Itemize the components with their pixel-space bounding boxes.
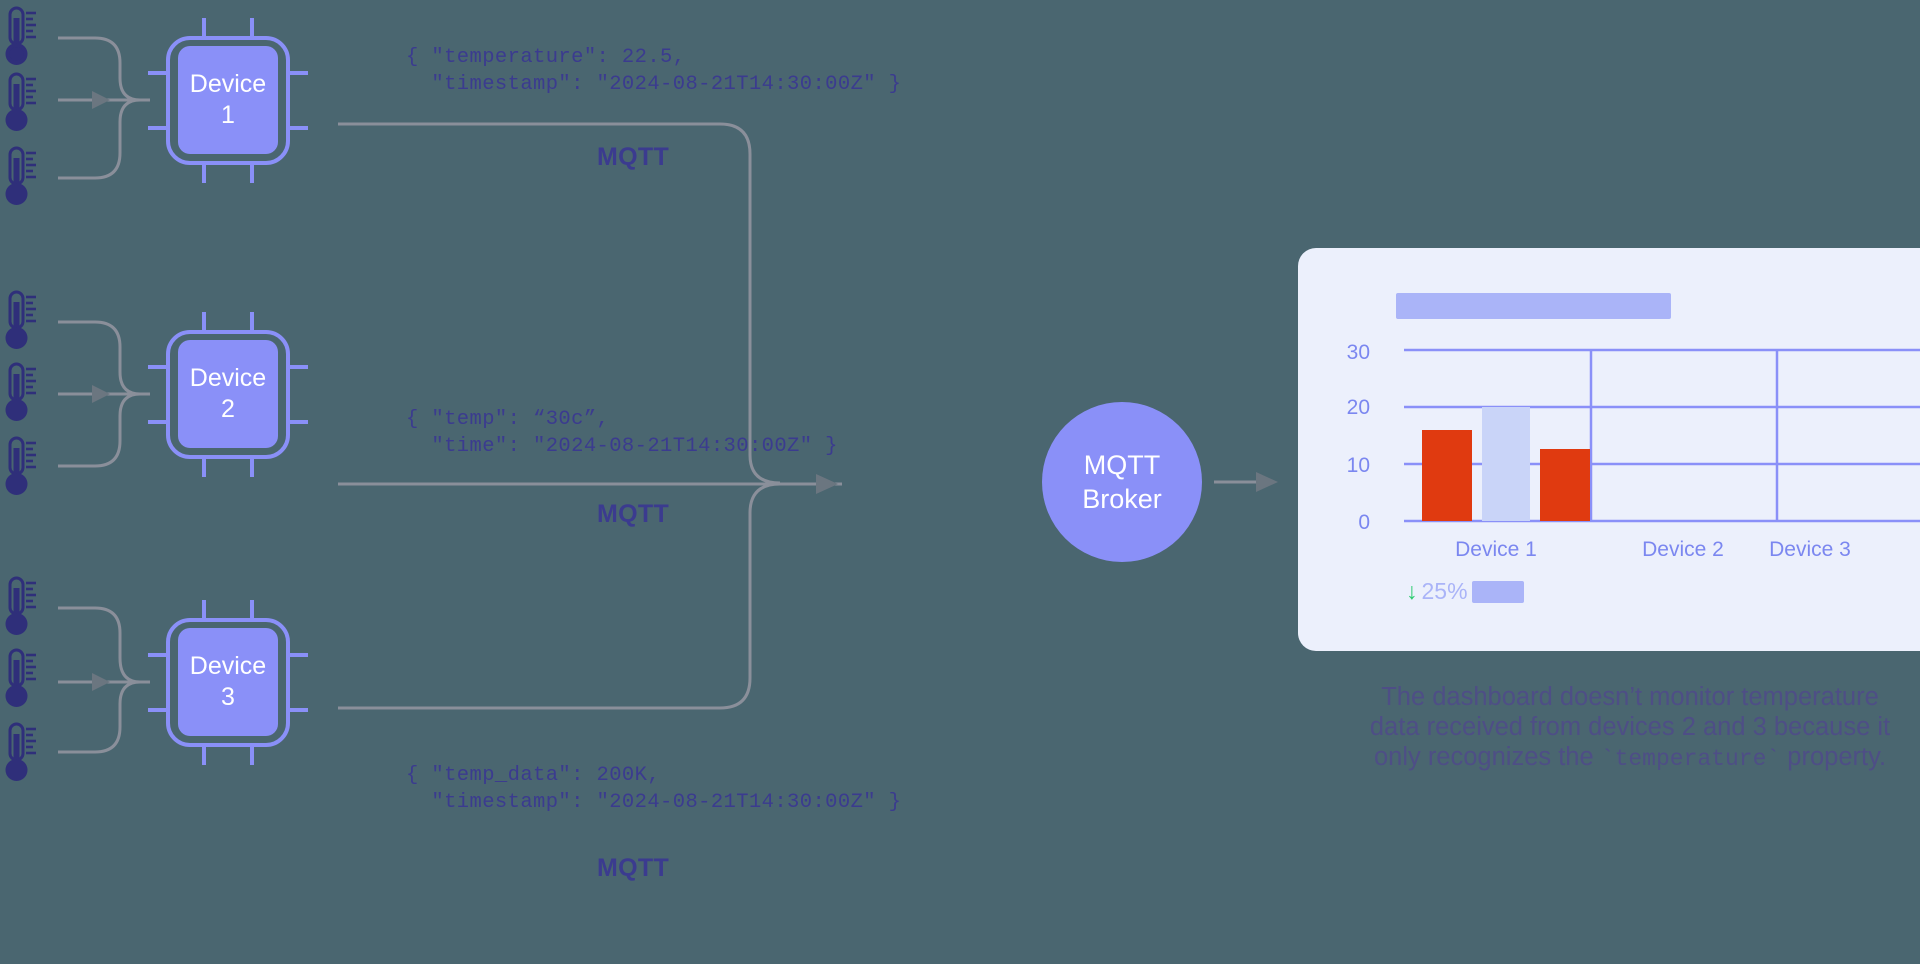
arrow-head-broker [816,474,838,494]
x-label-device-3: Device 3 [1769,538,1851,561]
thermometer-icon [5,362,36,421]
arrow-head-device-1 [92,91,110,109]
thermometer-icon [5,72,36,131]
caption-line-3-post: property. [1780,743,1887,771]
payload-device-3: { "temp_data": 200K, "timestamp": "2024-… [406,764,902,814]
bar-device-1-series-1 [1422,430,1472,521]
y-tick-20: 20 [1346,396,1370,419]
thermometer-icon [5,6,36,65]
caption-line-1: The dashboard doesn’t monitor temperatur… [1381,683,1879,711]
thermometer-icon [5,576,36,635]
bar-chart-plot [1404,348,1920,523]
arrow-head-device-2 [92,385,110,403]
payload-device-2: { "temp": “30c”, "time": "2024-08-21T14:… [406,408,838,458]
y-tick-10: 10 [1346,454,1370,477]
arrow-down-icon: ↓ [1406,578,1418,604]
mqtt-line-device-3 [338,482,781,710]
caption-code-temperature: `temperature` [1600,746,1781,772]
x-label-device-1: Device 1 [1455,538,1537,561]
y-tick-30: 30 [1346,341,1370,364]
y-tick-0: 0 [1358,511,1370,534]
thermometer-icon [5,648,36,707]
mqtt-flow-lines [338,122,842,710]
dashboard-card[interactable]: 30 20 10 0 Device 1 Device 2 D [1298,248,1920,651]
thermometer-icon [5,290,36,349]
chip-outline-icon [148,312,308,477]
chip-outline-icon [148,600,308,765]
sensor-bracket-device-2 [58,320,150,396]
protocol-label-device-1: MQTT [597,143,670,171]
arrow-head-device-3 [92,673,110,691]
kpi-row: ↓ 25% [1406,578,1524,605]
thermometer-icon [5,146,36,205]
protocol-label-device-3: MQTT [597,854,670,882]
bar-device-1-series-2 [1482,407,1530,521]
thermometer-icon [5,722,36,781]
dashboard-caption: The dashboard doesn’t monitor temperatur… [1290,682,1920,774]
caption-line-2: data received from devices 2 and 3 becau… [1369,713,1891,741]
kpi-placeholder-bar [1471,580,1524,603]
mqtt-line-device-1 [338,122,781,485]
dashboard-title-placeholder [1396,293,1671,319]
sensor-bracket-device-3 [58,606,150,684]
kpi-value: 25% [1421,578,1468,604]
sensor-bracket-device-2-lower [58,392,141,468]
sensor-bracket-device-3-lower [58,680,141,754]
payload-device-1: { "temperature": 22.5, "timestamp": "202… [406,46,902,96]
protocol-label-device-2: MQTT [597,500,670,528]
sensor-bracket-device-1 [58,36,150,102]
thermometer-icon [5,436,36,495]
sensor-bracket-device-1-lower [58,98,141,180]
sensor-connector-group [58,36,150,754]
x-label-device-2: Device 2 [1642,538,1724,561]
arrow-broker-to-dashboard [1214,472,1278,492]
caption-line-3-pre: only recognizes the [1373,743,1601,771]
bar-device-1-series-3 [1540,449,1590,521]
chip-outline-icon [148,18,308,183]
